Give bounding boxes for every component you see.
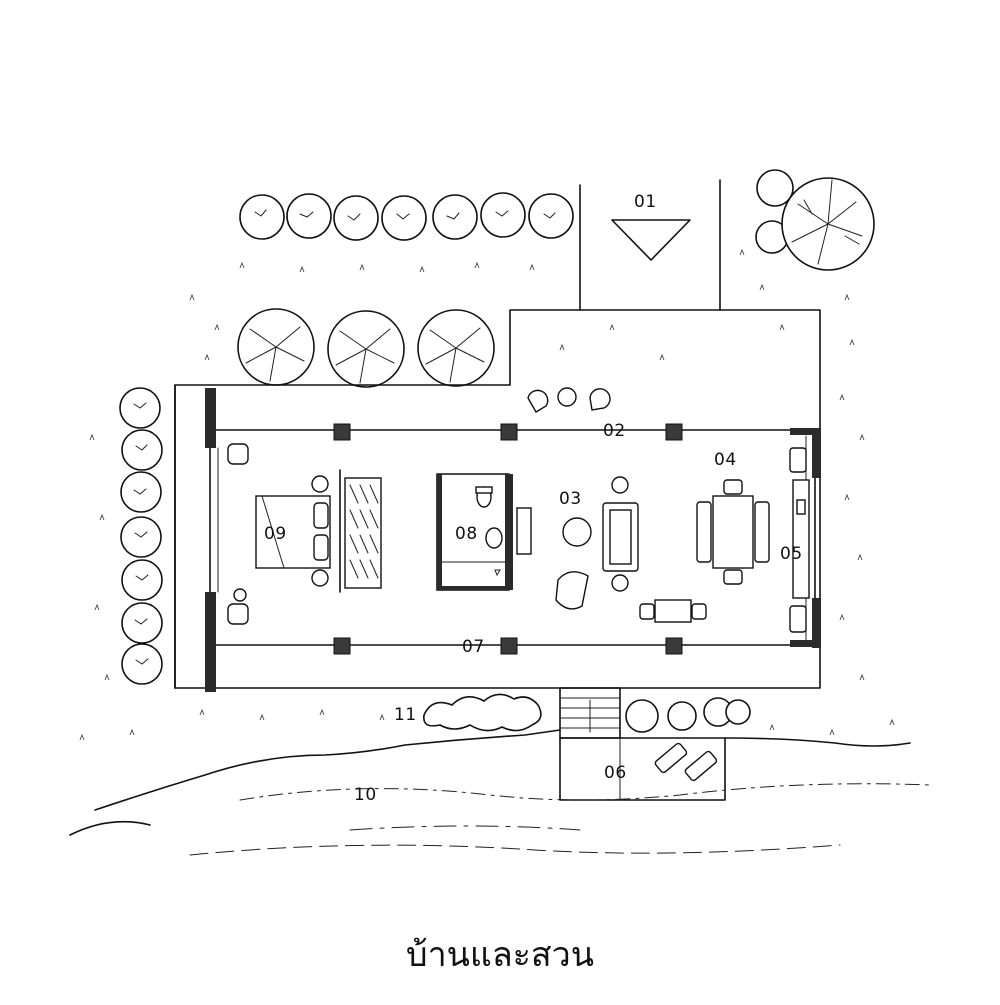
- wall-segment: [205, 388, 216, 448]
- wall-segment: [205, 592, 216, 692]
- coffee-table: [562, 517, 592, 547]
- small-table: [654, 599, 692, 623]
- label-07: 07: [462, 637, 485, 657]
- bedroom: [227, 443, 382, 625]
- column-post: [500, 637, 518, 655]
- label-01: 01: [634, 192, 657, 212]
- sun-lounger: [654, 742, 688, 774]
- brand-logo: บ้านและสวน: [406, 935, 594, 975]
- kitchen-counter: [792, 479, 810, 599]
- shrub-column-left: [119, 387, 163, 685]
- column-post: [665, 637, 683, 655]
- wall-segment: [812, 428, 821, 478]
- wall-segment: [790, 428, 820, 435]
- bathroom: [436, 473, 532, 591]
- sink-icon: [485, 527, 503, 549]
- deck-steps: [559, 687, 751, 801]
- label-04: 04: [714, 450, 737, 470]
- wall-segment: [790, 640, 820, 647]
- deck: [559, 737, 726, 801]
- column-post: [333, 423, 351, 441]
- armchair: [227, 603, 249, 625]
- entrance-drive: [579, 179, 721, 311]
- label-08: 08: [455, 524, 478, 544]
- wall-segment: [812, 598, 821, 648]
- counter: [792, 479, 810, 599]
- label-03: 03: [559, 489, 582, 509]
- living-area: [555, 476, 639, 610]
- label-09: 09: [264, 524, 287, 544]
- lamp-icon: [311, 569, 329, 587]
- column-post: [665, 423, 683, 441]
- wardrobe: [344, 477, 382, 589]
- shrub-strip: [423, 693, 542, 732]
- plan-labels: 01 02 03 04 05 06 07 08 09 10 11: [264, 192, 803, 805]
- dining-table: [712, 495, 754, 569]
- sun-lounger: [684, 750, 718, 782]
- lounge-chair: [555, 571, 589, 610]
- column-post: [500, 423, 518, 441]
- label-06: 06: [604, 763, 627, 783]
- label-05: 05: [780, 544, 803, 564]
- house: [205, 388, 821, 692]
- label-11: 11: [394, 705, 417, 725]
- label-02: 02: [603, 421, 626, 441]
- deck-seating: [527, 387, 611, 413]
- dining-area: [639, 447, 807, 633]
- water-edge: [69, 729, 931, 856]
- entrance-triangle-icon: [611, 219, 691, 261]
- lamp-icon: [611, 574, 629, 592]
- tree-top-right: [755, 169, 875, 271]
- label-10: 10: [354, 785, 377, 805]
- tree-row-middle: [237, 308, 495, 388]
- site-boundary: [174, 309, 821, 689]
- column-post: [333, 637, 351, 655]
- lamp-icon: [311, 475, 329, 493]
- shrub-row-top: [239, 192, 574, 241]
- armchair: [227, 443, 249, 465]
- lamp-icon: [611, 476, 629, 494]
- cabinet: [516, 507, 532, 555]
